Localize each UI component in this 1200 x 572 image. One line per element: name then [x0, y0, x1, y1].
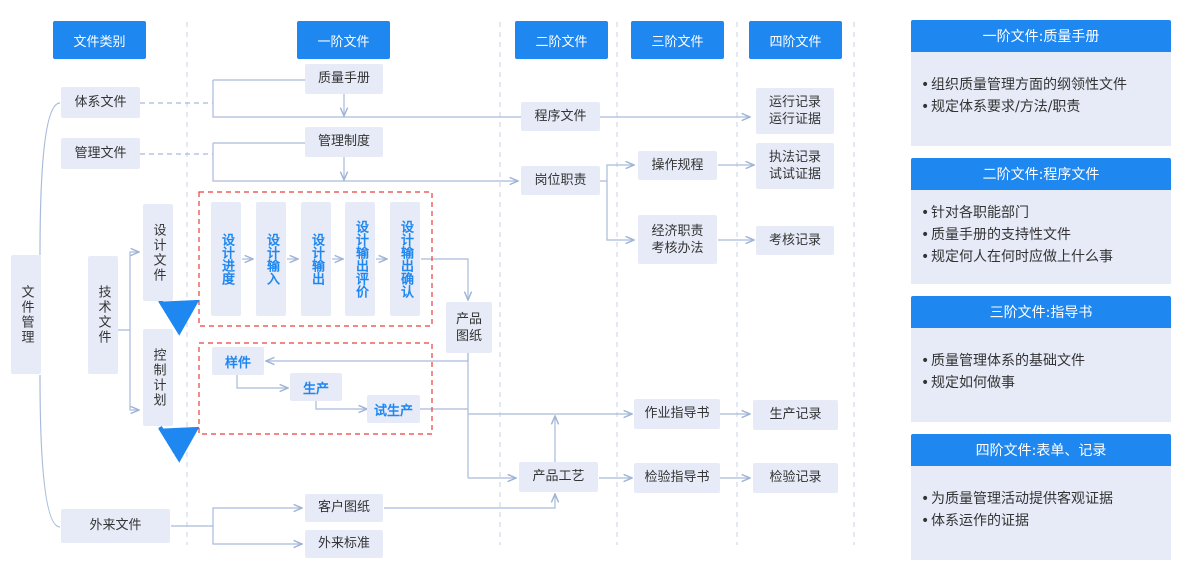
file-management-box: 文件管理 — [11, 255, 41, 374]
external-standard-box: 外来标准 — [305, 530, 383, 558]
control-plan-box: 控制计划 — [143, 329, 173, 426]
run-records-box: 运行记录运行证据 — [756, 88, 834, 134]
panel-level1: 一阶文件:质量手册 组织质量管理方面的纲领性文件 规定体系要求/方法/职责 — [911, 20, 1171, 146]
customer-drawing-box: 客户图纸 — [305, 494, 383, 522]
external-files-box: 外来文件 — [61, 509, 170, 543]
panel-level1-item: 规定体系要求/方法/职责 — [921, 96, 1161, 118]
control-step-sample: 样件 — [212, 347, 264, 375]
management-system-box: 管理制度 — [305, 127, 383, 157]
work-instruction-box: 作业指导书 — [634, 399, 720, 429]
design-step-schedule: 设计进度 — [211, 202, 241, 316]
enforcement-records-box: 执法记录试试证据 — [756, 143, 834, 189]
product-drawing-label: 产品图纸 — [455, 311, 482, 344]
header-level1: 一阶文件 — [297, 21, 390, 59]
panel-level3-item: 质量管理体系的基础文件 — [921, 350, 1161, 372]
header-category: 文件类别 — [53, 21, 146, 59]
product-drawing-box: 产品图纸 — [446, 302, 492, 353]
management-files-box: 管理文件 — [61, 138, 140, 169]
system-files-box: 体系文件 — [61, 87, 140, 118]
header-level4: 四阶文件 — [749, 21, 842, 59]
inspection-instruction-box: 检验指导书 — [634, 463, 720, 493]
connector-layer — [39, 22, 855, 572]
design-step-output-confirm: 设计输出确认 — [390, 202, 420, 316]
product-process-box: 产品工艺 — [519, 462, 598, 492]
design-step-input: 设计输入 — [256, 202, 286, 316]
design-step-output: 设计输出 — [301, 202, 331, 316]
panel-level2-title: 二阶文件:程序文件 — [911, 158, 1171, 190]
panel-level4-title: 四阶文件:表单、记录 — [911, 434, 1171, 466]
panel-level2-item: 针对各职能部门 — [921, 202, 1161, 224]
panel-level4: 四阶文件:表单、记录 为质量管理活动提供客观证据 体系运作的证据 — [911, 434, 1171, 560]
panel-level2: 二阶文件:程序文件 针对各职能部门 质量手册的支持性文件 规定何人在何时应做上什… — [911, 158, 1171, 284]
enforcement-records-label: 执法记录试试证据 — [768, 150, 821, 182]
inspection-records-box: 检验记录 — [753, 463, 838, 493]
job-duties-box: 岗位职责 — [521, 166, 600, 195]
panel-level1-title: 一阶文件:质量手册 — [911, 20, 1171, 52]
economic-duty-box: 经济职责考核办法 — [638, 215, 717, 264]
economic-duty-label: 经济职责考核办法 — [651, 223, 704, 256]
run-records-label: 运行记录运行证据 — [768, 95, 821, 127]
panel-level2-item: 质量手册的支持性文件 — [921, 224, 1161, 246]
panel-level4-item: 为质量管理活动提供客观证据 — [921, 488, 1161, 510]
procedure-files-box: 程序文件 — [521, 102, 600, 131]
header-level3: 三阶文件 — [631, 21, 724, 59]
column-dividers — [186, 22, 855, 545]
quality-manual-box: 质量手册 — [305, 64, 383, 94]
control-step-production: 生产 — [290, 373, 342, 401]
panel-level3: 三阶文件:指导书 质量管理体系的基础文件 规定如何做事 — [911, 296, 1171, 422]
header-level2: 二阶文件 — [515, 21, 608, 59]
design-step-output-review: 设计输出评价 — [345, 202, 375, 316]
document-hierarchy-diagram: 文件类别 一阶文件 二阶文件 三阶文件 四阶文件 文件管理 体系文件 管理文件 … — [11, 21, 855, 572]
technical-files-box: 技术文件 — [88, 256, 118, 374]
control-step-trial-production: 试生产 — [367, 395, 420, 423]
panel-level3-item: 规定如何做事 — [921, 372, 1161, 394]
panel-level2-item: 规定何人在何时应做上什么事 — [921, 246, 1161, 268]
operating-procedure-box: 操作规程 — [638, 151, 717, 180]
design-files-box: 设计文件 — [143, 204, 173, 301]
production-records-box: 生产记录 — [753, 400, 838, 430]
panel-level4-item: 体系运作的证据 — [921, 510, 1161, 532]
assessment-records-box: 考核记录 — [756, 226, 834, 255]
panel-level1-item: 组织质量管理方面的纲领性文件 — [921, 74, 1161, 96]
panel-level3-title: 三阶文件:指导书 — [911, 296, 1171, 328]
